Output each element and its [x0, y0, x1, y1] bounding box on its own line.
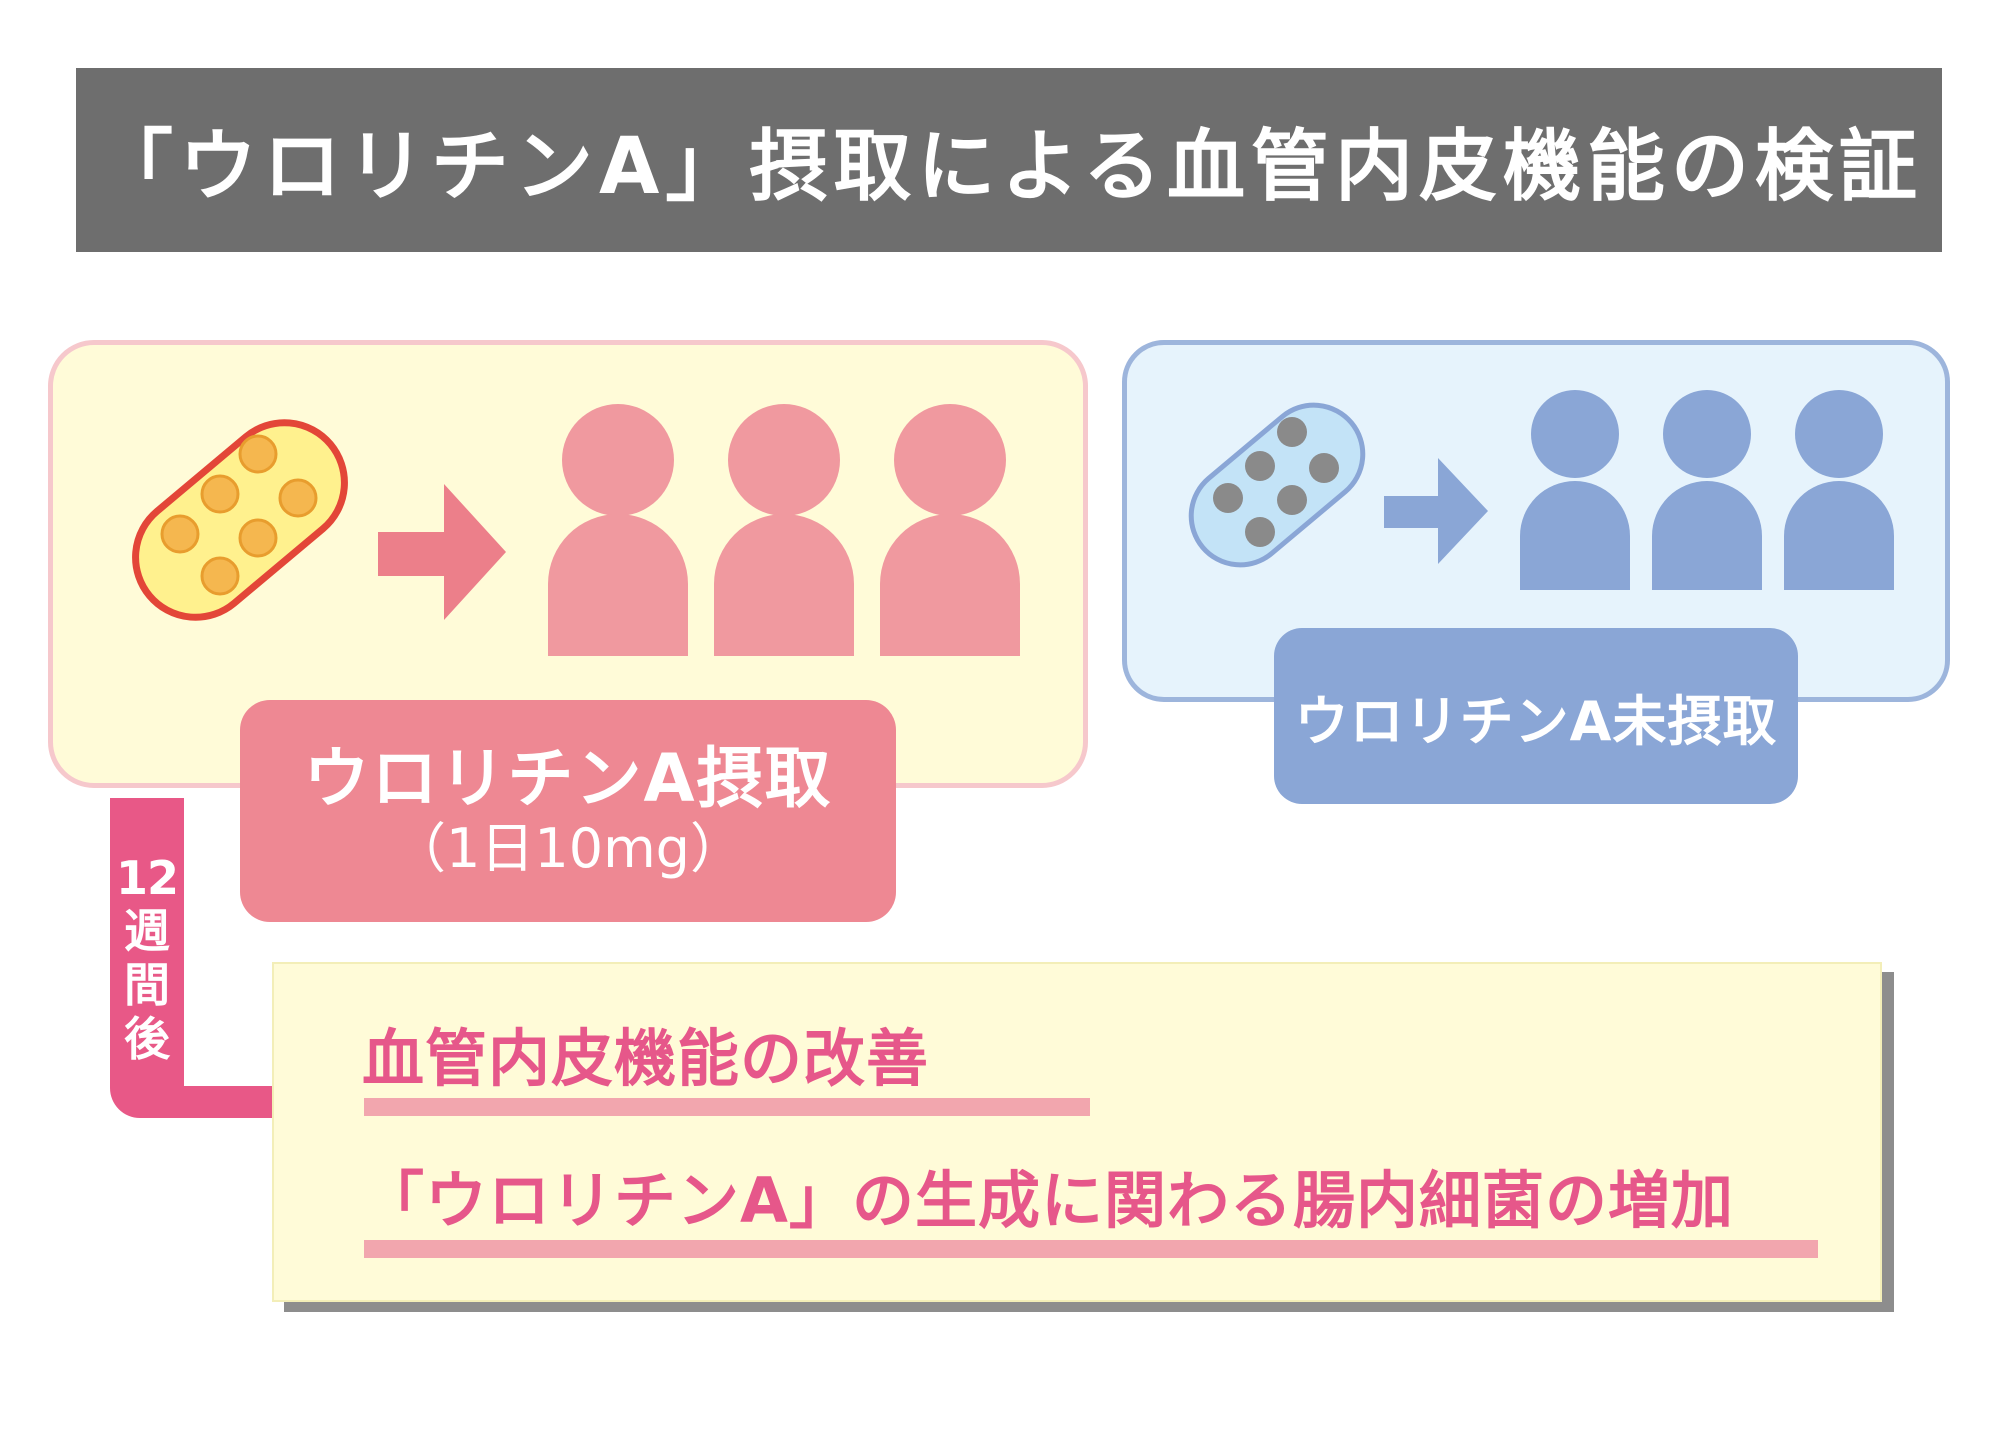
arrow-right-icon-intake: [378, 484, 506, 620]
result-item-2: 「ウロリチンA」の生成に関わる腸内細菌の増加: [362, 1164, 1734, 1237]
intake-label-dose: （1日10mg）: [392, 816, 744, 880]
person-icon-intake-1: [548, 404, 688, 656]
capsule-icon-intake: [132, 419, 348, 621]
result-underline-1: [364, 1098, 1090, 1116]
flow-connector-arrow: [110, 1046, 356, 1158]
flow-char-1: 週: [124, 904, 170, 958]
flow-connector-vertical: [110, 798, 184, 1058]
title-banner: 「ウロリチンA」摂取による血管内皮機能の検証: [76, 68, 1942, 252]
intake-label-main: ウロリチンA摂取: [303, 739, 833, 817]
person-icon-control-2: [1652, 390, 1762, 590]
flow-duration-label: 12 週 間 後: [110, 852, 184, 1066]
page-title: 「ウロリチンA」摂取による血管内皮機能の検証: [94, 122, 1924, 212]
person-icon-control-3: [1784, 390, 1894, 590]
person-icon-control-1: [1520, 390, 1630, 590]
flow-char-3: 後: [124, 1012, 170, 1066]
result-item-1: 血管内皮機能の改善: [362, 1022, 930, 1095]
control-group-label: ウロリチンA未摂取: [1274, 628, 1798, 804]
person-icon-intake-3: [880, 404, 1020, 656]
arrow-right-icon-control: [1384, 458, 1488, 564]
intake-group-label: ウロリチンA摂取 （1日10mg）: [240, 700, 896, 922]
result-underline-2: [364, 1240, 1818, 1258]
flow-weeks-number: 12: [115, 851, 179, 905]
flow-char-2: 間: [124, 958, 170, 1012]
capsule-icon-control: [1188, 402, 1366, 568]
person-icon-intake-2: [714, 404, 854, 656]
